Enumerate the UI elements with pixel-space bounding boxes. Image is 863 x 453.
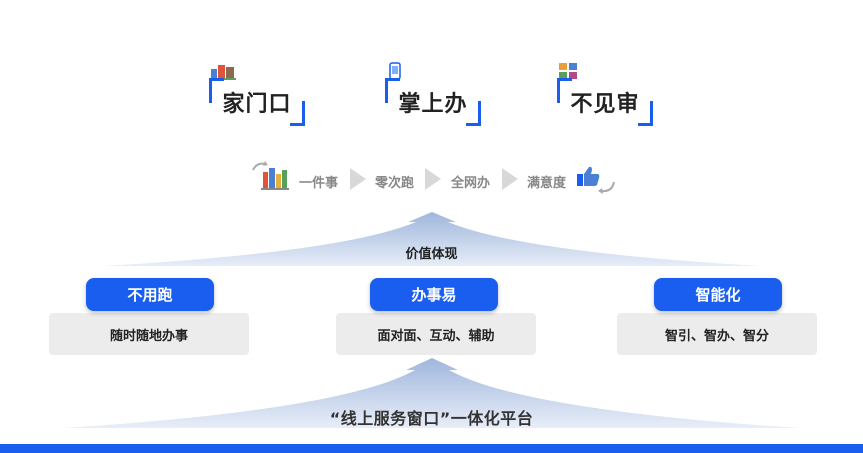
- top-item-label: 家门口: [222, 92, 292, 117]
- value-label: 价值体现: [405, 247, 458, 262]
- chevron-right-icon: [425, 168, 441, 190]
- thumbs-up-icon: [577, 166, 615, 194]
- platform-arrow: [64, 358, 800, 428]
- top-item-unseen: 不见审: [557, 78, 653, 126]
- pillar-desc: 智引、智办、智分: [664, 328, 769, 344]
- platform-label: “线上服务窗口”一体化平台: [329, 409, 534, 428]
- flow-step: 一件事: [299, 176, 339, 191]
- city-buildings-icon: [252, 161, 289, 190]
- bottom-accent-bar: [0, 444, 863, 453]
- pillar-title: 办事易: [411, 286, 457, 304]
- flow-step: 零次跑: [375, 176, 415, 191]
- pillar-desc-box: 随时随地办事: [49, 313, 249, 355]
- pillar-desc: 随时随地办事: [109, 328, 188, 344]
- flow-step: 满意度: [527, 176, 567, 191]
- pillar-title: 智能化: [695, 286, 741, 304]
- pillar-desc-box: 面对面、互动、辅助: [336, 313, 536, 355]
- chevron-right-icon: [502, 168, 518, 190]
- pillar-no-running: 不用跑: [86, 278, 214, 311]
- value-arrow: [104, 212, 760, 266]
- top-item-palm: 掌上办: [385, 78, 481, 126]
- documents-grid-icon: [559, 63, 577, 79]
- top-item-label: 掌上办: [398, 92, 468, 117]
- top-item-label: 不见审: [570, 92, 640, 117]
- pillar-easy: 办事易: [370, 278, 498, 311]
- flow-step: 全网办: [451, 176, 491, 191]
- top-item-door: 家门口: [209, 78, 305, 126]
- chevron-right-icon: [350, 168, 366, 190]
- pillar-smart: 智能化: [654, 278, 782, 311]
- pillar-desc-box: 智引、智办、智分: [617, 313, 817, 355]
- pillar-desc: 面对面、互动、辅助: [377, 328, 495, 344]
- pillar-title: 不用跑: [127, 286, 173, 304]
